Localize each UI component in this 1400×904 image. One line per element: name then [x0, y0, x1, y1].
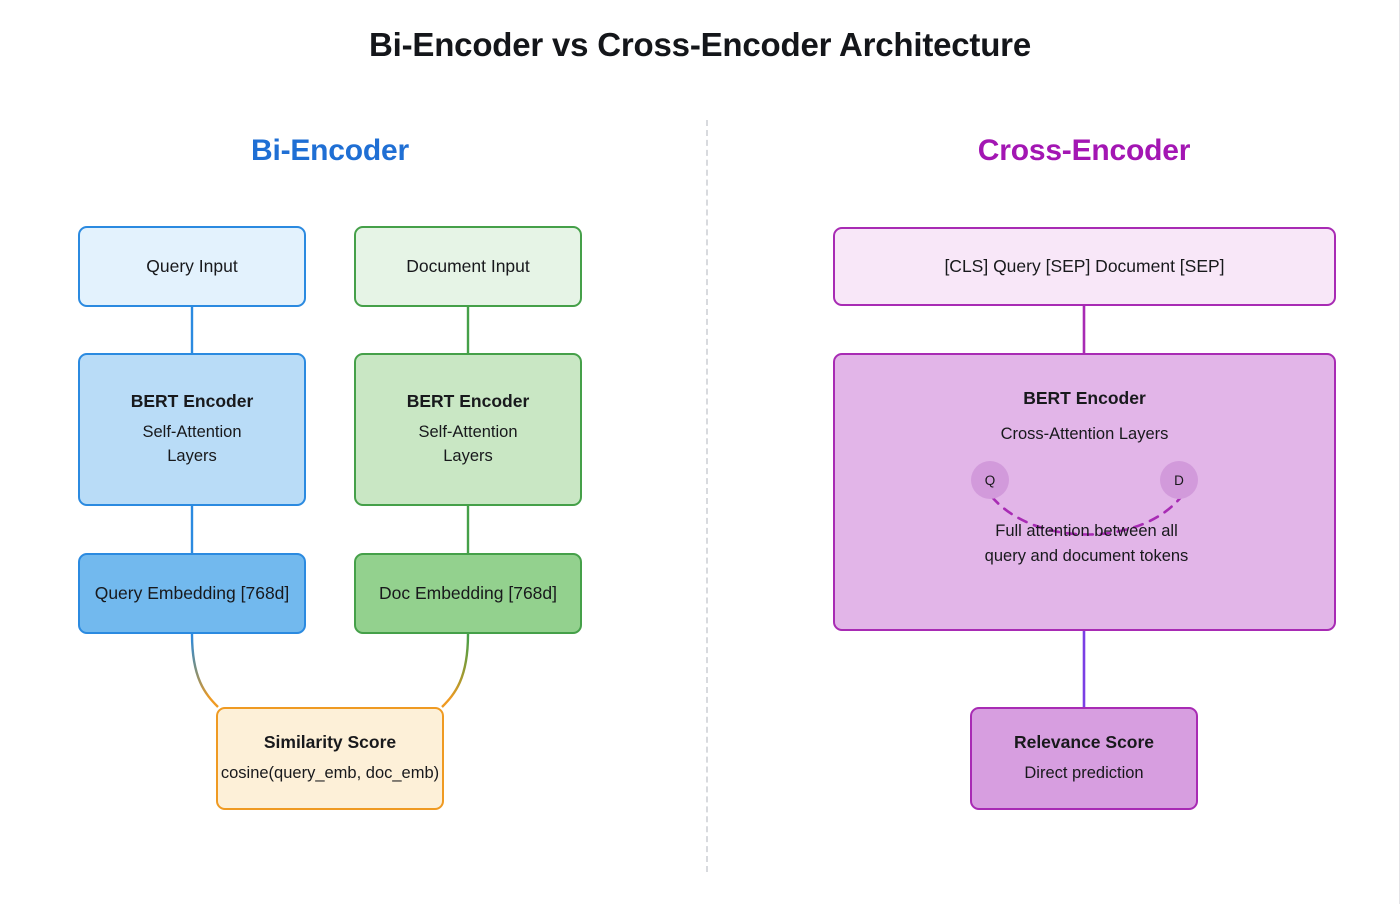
column-heading-cross-encoder: Cross-Encoder: [977, 134, 1191, 167]
node-cross-bert-encoder[interactable]: BERT Encoder Cross-Attention Layers Q D …: [833, 353, 1336, 631]
node-document-input[interactable]: Document Input: [354, 226, 582, 307]
node-relevance-title: Relevance Score: [1013, 731, 1155, 752]
node-document-input-label: Document Input: [406, 256, 530, 277]
column-divider: [706, 120, 708, 872]
node-document-bert-title: BERT Encoder: [406, 391, 530, 412]
edge-query-embedding-to-similarity: [190, 633, 219, 708]
page-title: Bi-Encoder vs Cross-Encoder Architecture: [369, 26, 1031, 63]
node-query-input[interactable]: Query Input: [78, 226, 306, 307]
node-document-bert-subtitle: Self-Attention Layers: [418, 421, 517, 469]
node-query-bert-title: BERT Encoder: [130, 391, 254, 412]
node-relevance-score[interactable]: Relevance Score Direct prediction: [970, 707, 1198, 810]
node-similarity-title: Similarity Score: [263, 731, 397, 752]
token-node-query: Q: [971, 461, 1009, 500]
attention-curve: [990, 495, 1183, 536]
token-node-document-label: D: [1174, 472, 1184, 488]
node-query-bert-subtitle-line2: Layers: [167, 447, 217, 466]
node-query-embedding[interactable]: Query Embedding [768d]: [78, 553, 306, 634]
column-heading-bi-encoder: Bi-Encoder: [250, 134, 410, 167]
node-cross-bert-title: BERT Encoder: [1023, 388, 1146, 408]
token-node-document: D: [1160, 461, 1198, 500]
node-query-bert-encoder[interactable]: BERT Encoder Self-Attention Layers: [78, 353, 306, 506]
node-query-bert-subtitle: Self-Attention Layers: [142, 421, 241, 469]
attention-caption: Full attention between all query and doc…: [835, 519, 1338, 569]
node-similarity-score[interactable]: Similarity Score cosine(query_emb, doc_e…: [216, 707, 444, 810]
token-node-query-label: Q: [984, 472, 996, 488]
node-document-bert-encoder[interactable]: BERT Encoder Self-Attention Layers: [354, 353, 582, 506]
node-relevance-subtitle: Direct prediction: [1024, 764, 1144, 783]
edge-doc-embedding-to-similarity: [441, 633, 470, 708]
node-cross-encoder-input[interactable]: [CLS] Query [SEP] Document [SEP]: [833, 227, 1336, 306]
node-query-bert-subtitle-line1: Self-Attention: [142, 423, 242, 442]
attention-caption-line1: Full attention between all: [995, 522, 1178, 541]
node-query-input-label: Query Input: [146, 256, 238, 277]
node-document-bert-subtitle-line2: Layers: [443, 447, 493, 466]
node-similarity-subtitle: cosine(query_emb, doc_emb): [220, 764, 440, 783]
node-doc-embedding-label: Doc Embedding [768d]: [378, 583, 558, 604]
node-cross-encoder-input-label: [CLS] Query [SEP] Document [SEP]: [944, 256, 1225, 277]
node-cross-bert-subtitle: Cross-Attention Layers: [1000, 425, 1169, 444]
node-doc-embedding[interactable]: Doc Embedding [768d]: [354, 553, 582, 634]
attention-caption-line2: query and document tokens: [984, 546, 1189, 565]
node-query-embedding-label: Query Embedding [768d]: [94, 583, 290, 604]
attention-illustration: Q D Full attention between all query and…: [835, 461, 1334, 567]
node-document-bert-subtitle-line1: Self-Attention: [418, 423, 518, 442]
